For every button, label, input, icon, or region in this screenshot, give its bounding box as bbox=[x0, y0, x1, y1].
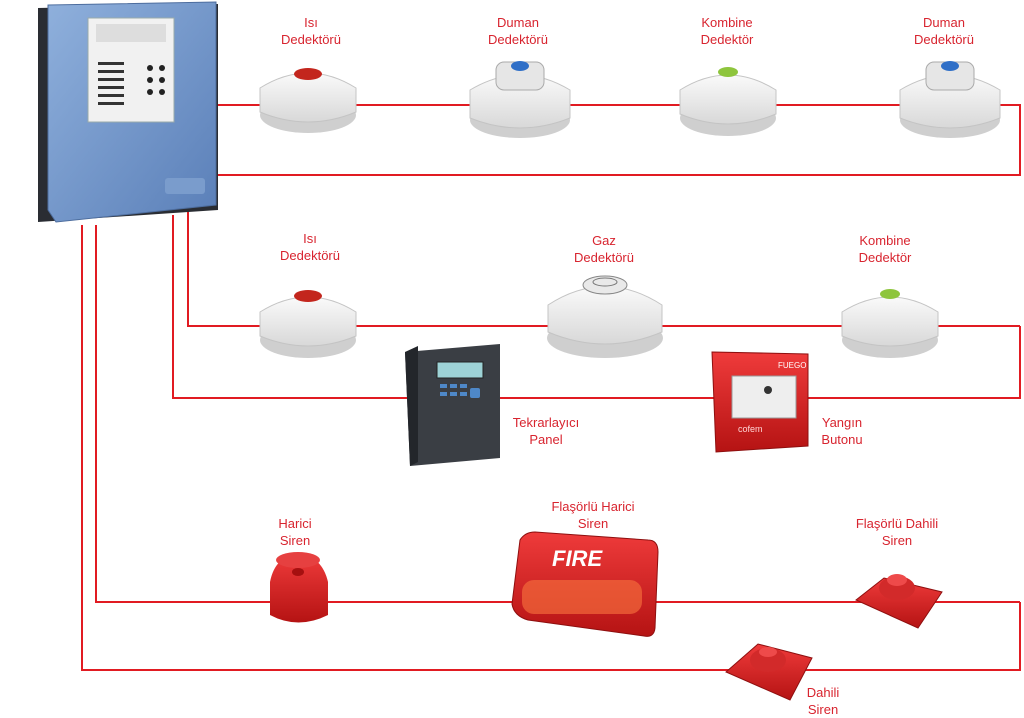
loop-2-wire bbox=[187, 210, 1020, 327]
loop-5-wire bbox=[81, 225, 1021, 671]
main-control-panel bbox=[38, 1, 218, 223]
manual-call-point: FUEGO cofem bbox=[711, 351, 809, 453]
heat-detector-1 bbox=[259, 68, 357, 133]
combined-detector-1 bbox=[679, 67, 777, 136]
flashing-external-siren: FIRE bbox=[511, 531, 659, 637]
heat-detector-2 bbox=[259, 290, 357, 358]
external-siren bbox=[270, 552, 328, 623]
fire-sign-text: FIRE bbox=[552, 546, 603, 571]
wiring bbox=[81, 104, 1021, 671]
loop-4-wire bbox=[95, 225, 1020, 603]
flashing-internal-siren bbox=[855, 574, 943, 629]
smoke-detector-2 bbox=[899, 61, 1001, 138]
internal-siren bbox=[725, 643, 813, 701]
gas-detector bbox=[547, 275, 663, 358]
callpoint-brand-text: cofem bbox=[738, 424, 763, 434]
smoke-detector-1 bbox=[469, 61, 571, 138]
combined-detector-2 bbox=[841, 289, 939, 358]
repeater-panel bbox=[405, 344, 500, 466]
loop-3-wire bbox=[172, 215, 1021, 399]
loop-1-wire bbox=[215, 104, 1021, 176]
callpoint-header-text: FUEGO bbox=[778, 361, 806, 370]
